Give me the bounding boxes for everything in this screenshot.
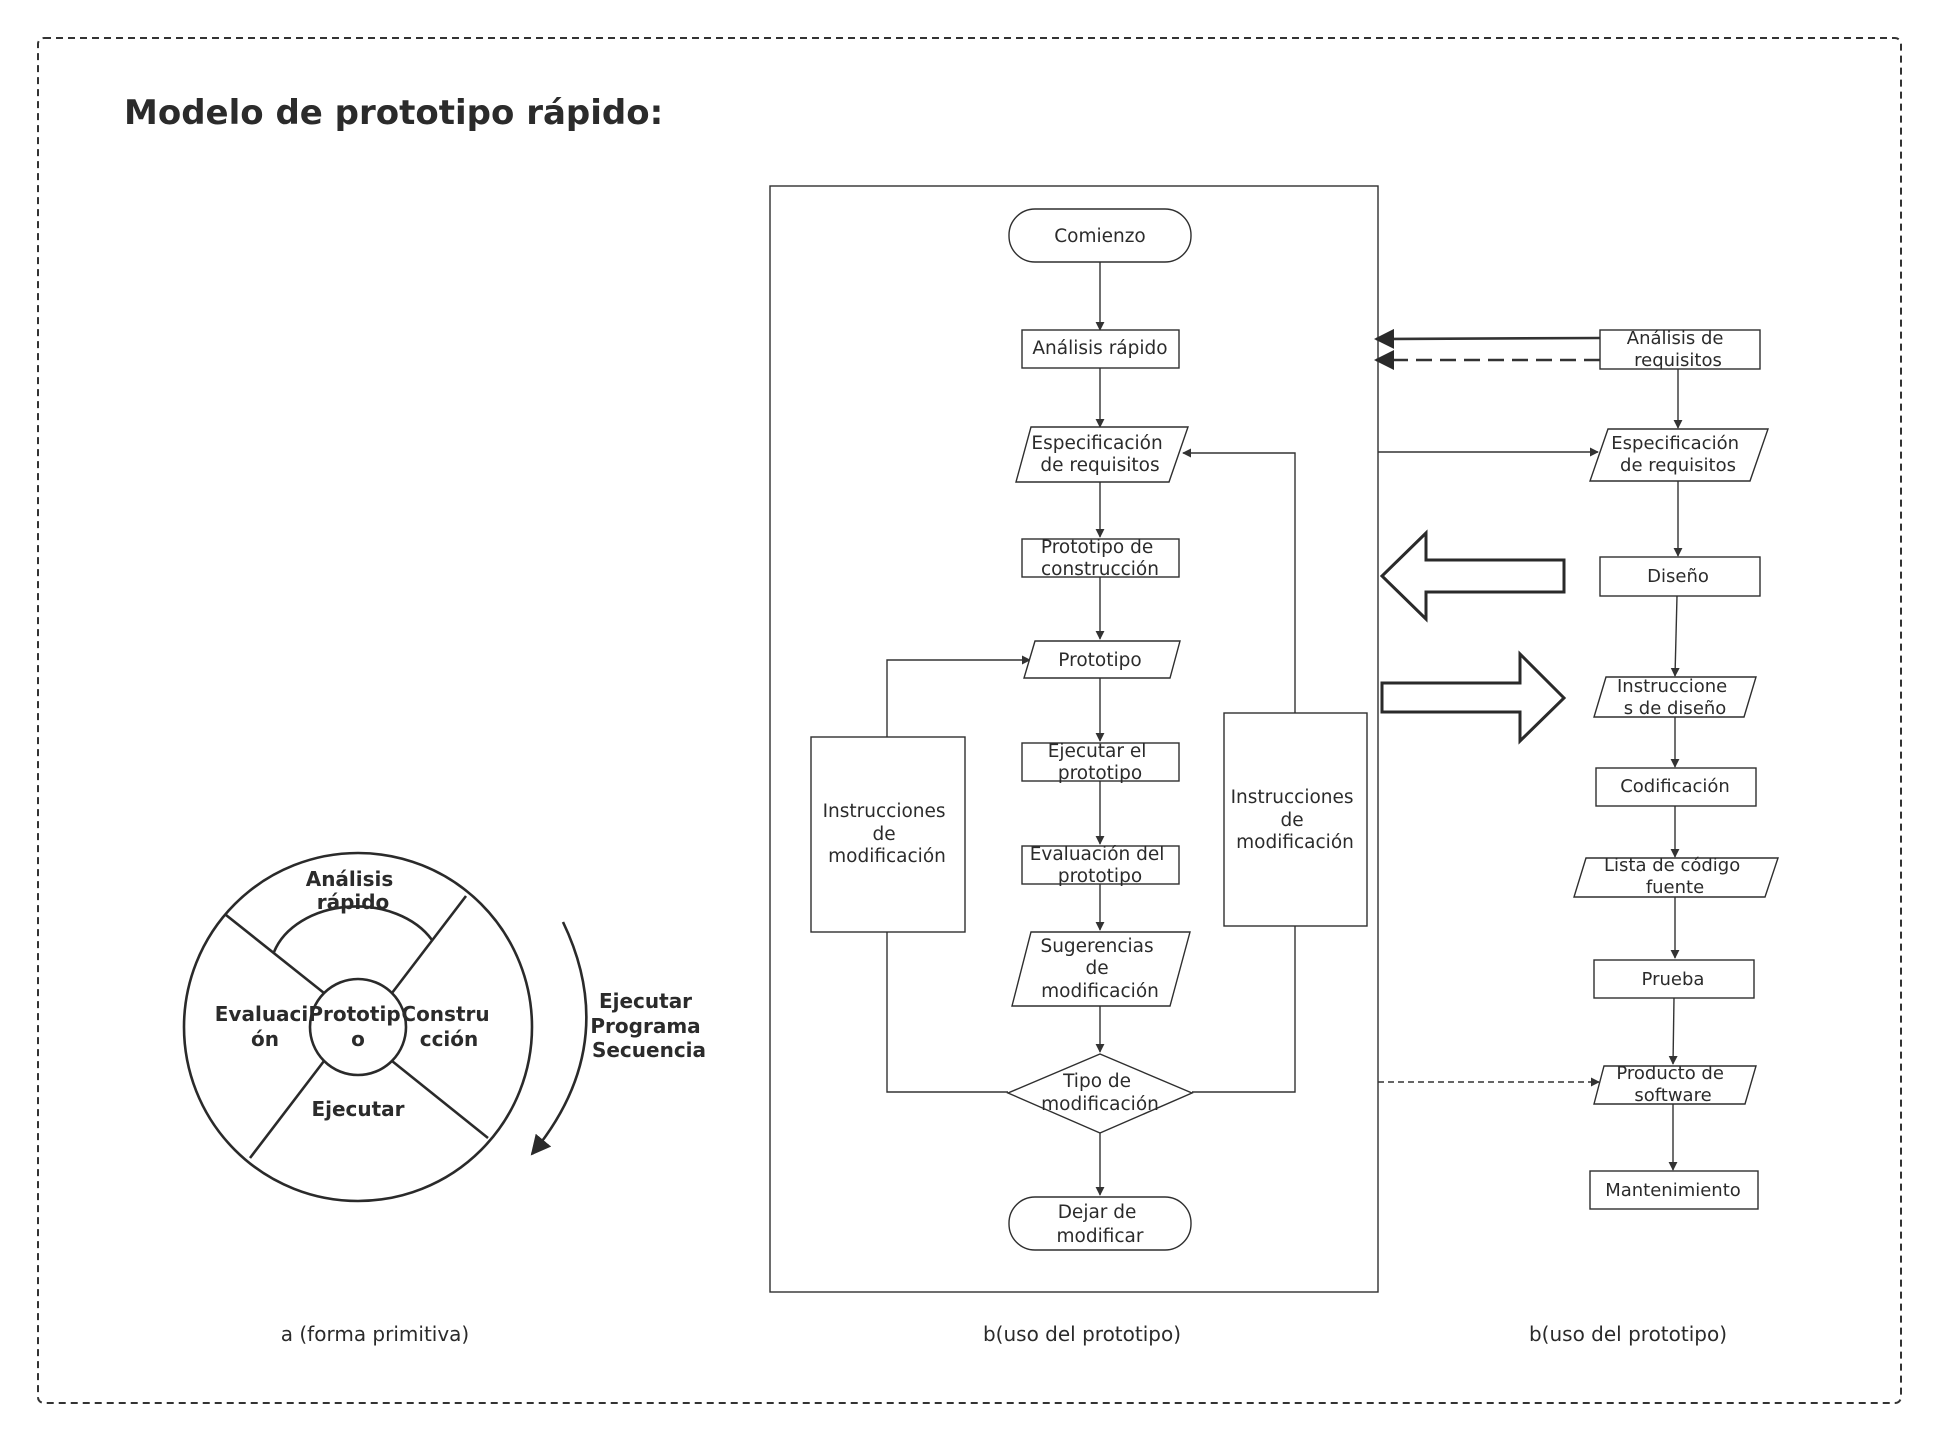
caption-prototype-use: b(uso del prototipo): [983, 1322, 1181, 1346]
wheel-label-right: Constru cción: [401, 1002, 496, 1051]
requirements-analysis-label: Análisis de requisitos: [1627, 328, 1729, 371]
start-node-label: Comienzo: [1054, 226, 1146, 247]
wheel-label-center: Prototip o: [308, 1002, 407, 1051]
coding-label: Codificación: [1620, 776, 1730, 797]
requirements-spec-label: Especificación de requisitos: [1031, 433, 1168, 476]
left-instructions-label: Instrucciones de modificación: [823, 801, 952, 867]
wheel-direction-arrow: [530, 921, 588, 1156]
sw-requirements-spec-node: [1589, 428, 1769, 482]
build-prototype-label: Prototipo de construcción: [1041, 537, 1159, 580]
quick-analysis-label: Análisis rápido: [1032, 338, 1167, 359]
stop-node: [1008, 1196, 1192, 1251]
software-product-label: Producto de software: [1616, 1063, 1729, 1106]
cross-links: [1374, 328, 1601, 1087]
start-node: [1008, 208, 1192, 263]
wheel-direction-label: Ejecutar Programa Secuencia: [590, 989, 707, 1062]
wheel-divider: [391, 1059, 489, 1140]
stop-node-label: Dejar de modificar: [1057, 1202, 1144, 1247]
wheel-inner-arc: [272, 905, 434, 953]
prototype-flow-container: [769, 185, 1379, 1293]
left-instructions-node: [810, 736, 966, 933]
wheel-label-left: Evaluaci ón: [215, 1002, 315, 1051]
design-instructions-label: Instruccione s de diseño: [1617, 676, 1733, 719]
caption-software-use: b(uso del prototipo): [1529, 1322, 1727, 1346]
testing-node: [1593, 959, 1755, 999]
diagram-frame: [37, 37, 1902, 1404]
design-node: [1599, 556, 1761, 597]
big-right-arrow: [1380, 650, 1567, 745]
quick-analysis-node: [1021, 329, 1180, 369]
wheel-divider: [390, 895, 468, 994]
maintenance-label: Mantenimiento: [1605, 1180, 1741, 1201]
run-prototype-node: [1021, 742, 1180, 782]
run-prototype-label: Ejecutar el prototipo: [1048, 741, 1153, 784]
decision-node: [1006, 1053, 1194, 1134]
caption-primitive-form: a (forma primitiva): [281, 1322, 469, 1346]
right-instructions-label: Instrucciones de modificación: [1231, 787, 1360, 853]
maintenance-node: [1589, 1170, 1759, 1210]
wheel-label-top: Análisis rápido: [306, 867, 401, 914]
page-title: Modelo de prototipo rápido:: [124, 93, 663, 133]
wheel-center-circle: [308, 977, 408, 1077]
source-listing-label: Lista de código fuente: [1604, 855, 1746, 898]
decision-label: Tipo de modificación: [1041, 1071, 1159, 1115]
sw-requirements-spec-label: Especificación de requisitos: [1611, 433, 1744, 476]
evaluate-prototype-label: Evaluación del prototipo: [1030, 844, 1171, 887]
build-prototype-node: [1021, 538, 1180, 578]
wheel-outer-circle: [182, 851, 534, 1203]
suggestions-node: [1011, 931, 1191, 1007]
software-product-node: [1593, 1065, 1757, 1105]
primitive-form-wheel: Análisis rápido Evaluaci ón Constru cció…: [182, 851, 707, 1203]
source-listing-node: [1573, 857, 1779, 898]
wheel-label-bottom: Ejecutar: [311, 1097, 404, 1121]
wheel-divider: [248, 1060, 326, 1159]
right-instructions-node: [1223, 712, 1368, 927]
wheel-divider: [225, 913, 325, 995]
design-instructions-node: [1593, 676, 1757, 718]
design-label: Diseño: [1647, 566, 1709, 587]
testing-label: Prueba: [1642, 969, 1705, 990]
coding-node: [1595, 767, 1757, 807]
requirements-spec-node: [1015, 426, 1189, 483]
requirements-analysis-node: [1599, 329, 1761, 370]
big-left-arrow: [1379, 529, 1566, 623]
suggestions-label: Sugerencias de modificación: [1040, 936, 1159, 1002]
prototype-node: [1023, 640, 1181, 679]
prototype-label: Prototipo: [1058, 650, 1141, 671]
software-flow-connectors: [1668, 369, 1683, 1171]
prototype-flow-connectors: [886, 262, 1296, 1196]
evaluate-prototype-node: [1021, 845, 1180, 885]
